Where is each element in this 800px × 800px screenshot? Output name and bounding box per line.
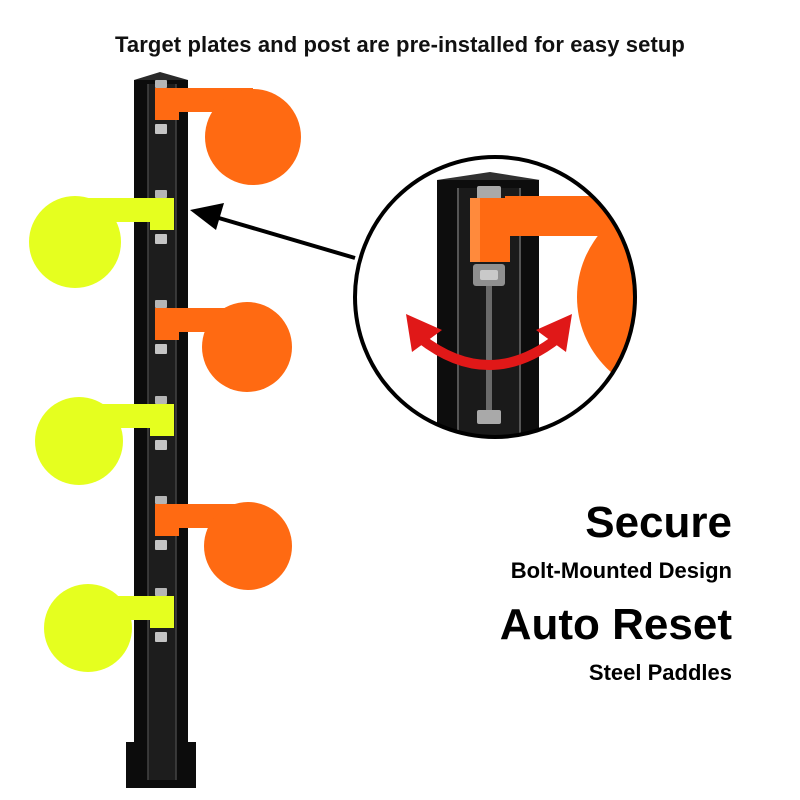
feature-auto-reset-title: Auto Reset [499, 600, 732, 649]
target-paddle-yellow [44, 584, 174, 672]
feature-auto-reset-subtitle: Steel Paddles [588, 660, 732, 685]
target-paddle-yellow [29, 190, 174, 288]
feature-secure-title: Secure [585, 498, 732, 547]
paddle-group [29, 80, 301, 672]
target-paddle-orange [155, 496, 292, 590]
zoom-detail-circle [353, 155, 637, 439]
target-paddle-orange [155, 300, 292, 392]
target-paddle-yellow [35, 396, 174, 485]
pointer-arrow-icon [190, 203, 356, 260]
headline: Target plates and post are pre-installed… [115, 32, 685, 57]
target-paddle-orange [155, 80, 301, 185]
feature-secure-subtitle: Bolt-Mounted Design [510, 558, 732, 583]
rotation-arrow-icon [406, 314, 572, 370]
post-base-stand [126, 742, 196, 788]
